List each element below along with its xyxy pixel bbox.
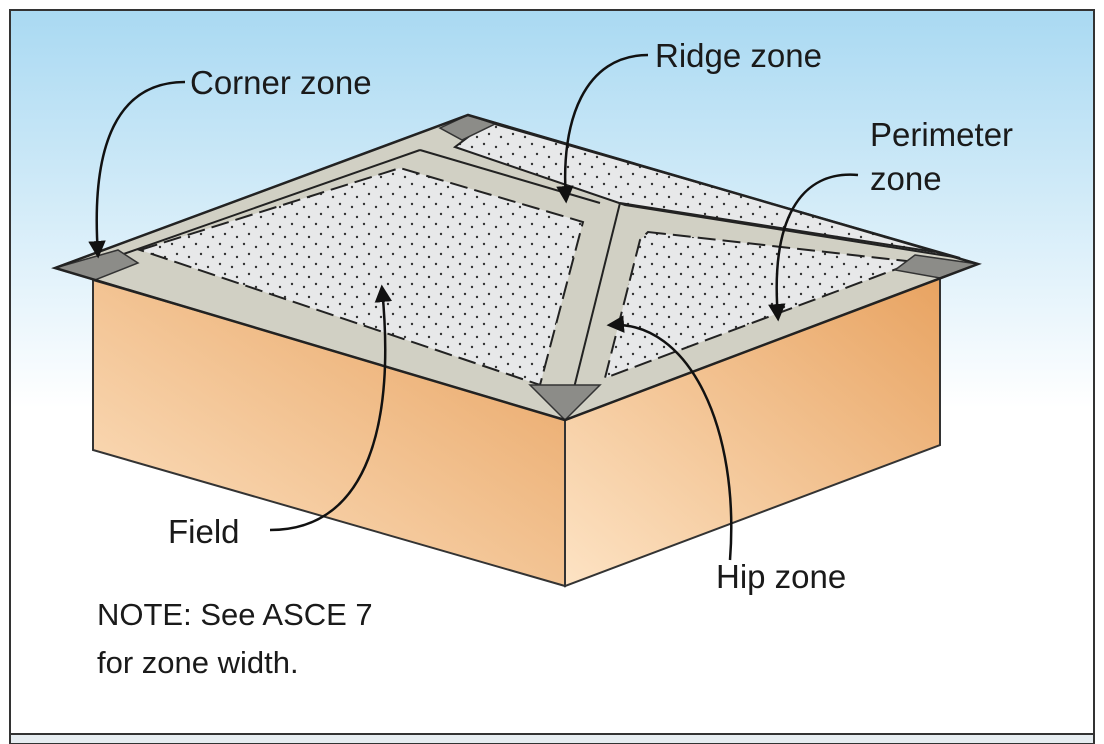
field-arrow xyxy=(269,284,393,532)
field-label: Field xyxy=(168,513,240,550)
hip-line-left-upper xyxy=(94,149,421,265)
field-area-right xyxy=(603,230,916,380)
perimeter-zone-label-line2: zone xyxy=(870,160,942,197)
hip-zone-label: Hip zone xyxy=(716,558,846,595)
ridge-zone-label: Ridge zone xyxy=(655,37,822,74)
hip-line-center-down xyxy=(565,202,621,421)
ridge-zone-arrow xyxy=(556,53,649,204)
field-area-left xyxy=(136,166,585,387)
note-line-1: NOTE: See ASCE 7 xyxy=(97,597,373,632)
corner-zone-label: Corner zone xyxy=(190,64,372,101)
corner-zone-front xyxy=(528,384,602,422)
perimeter-zone-label-line1: Perimeter xyxy=(870,116,1013,153)
roof-outline xyxy=(51,113,982,422)
hip-line-ridge-right xyxy=(619,202,936,253)
corner-zone-arrow xyxy=(88,80,186,259)
bottom-strip xyxy=(9,733,1095,744)
hip-zone-arrow xyxy=(606,315,733,561)
note-line-2: for zone width. xyxy=(97,645,299,680)
perimeter-zone-arrow xyxy=(768,173,859,322)
